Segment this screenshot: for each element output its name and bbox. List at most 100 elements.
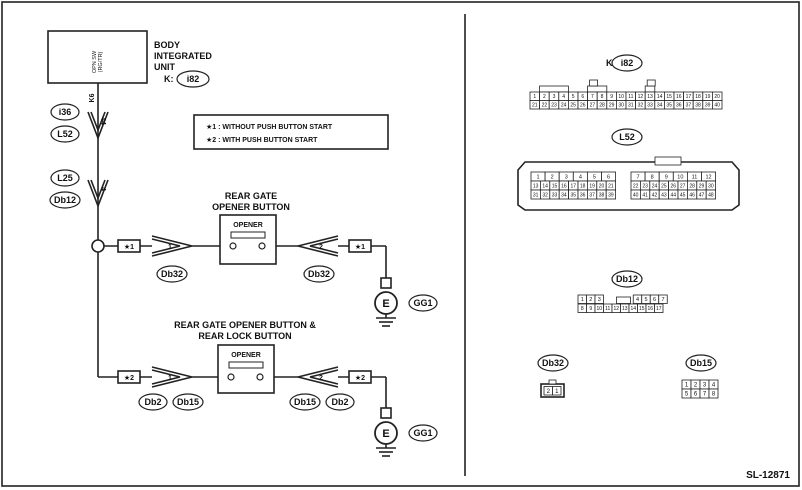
i82-pin: 21: [532, 103, 538, 109]
L52-pin: 23: [642, 183, 648, 189]
i82-oval: [611, 54, 643, 72]
conn-Db2-right-label: Db2: [331, 397, 348, 407]
rear-gate-opener-lock-button: [217, 344, 275, 394]
i82-pin: 11: [628, 94, 633, 100]
L52-pin: 7: [637, 174, 640, 180]
L52-pin: 20: [599, 183, 605, 189]
i82-pin: 10: [618, 94, 624, 100]
Db12-pin: 11: [605, 306, 610, 312]
unit-title-line-3: UNIT: [154, 62, 175, 72]
legend-line-2: ★2 : WITH PUSH BUTTON START: [206, 136, 318, 144]
L52-pin: 13: [533, 183, 539, 189]
Db15-pin: 6: [694, 392, 698, 398]
Db12-oval: [611, 270, 643, 288]
i82-pin: 33: [647, 103, 653, 109]
Db12-cell: [658, 294, 668, 304]
pin-44-label: 44: [99, 117, 106, 125]
conn-i36-label: i36: [59, 107, 72, 117]
i82-pin: 32: [638, 103, 644, 109]
L52-pin: 4: [579, 174, 582, 180]
L52-pin: 18: [580, 183, 586, 189]
Db12-pin: 15: [639, 306, 645, 312]
L52-pin: 12: [705, 174, 711, 180]
Db12-pin: 10: [596, 306, 602, 312]
lower-ground-E: E: [382, 428, 389, 440]
Db15-pin: 4: [712, 383, 716, 389]
L52-pin: 22: [633, 183, 639, 189]
Db12-pin: 7: [661, 297, 664, 303]
unit-switch-label: OPN SW: [92, 50, 98, 73]
Db15-pin: 5: [685, 392, 689, 398]
L52-pin: 8: [651, 174, 654, 180]
L52-pin: 38: [599, 192, 605, 198]
L52-cell: [605, 189, 617, 200]
L52-pin: 24: [652, 183, 658, 189]
star1-tag-left: [117, 239, 141, 253]
i82-pin: 35: [666, 103, 672, 109]
L52-pin: 36: [580, 192, 586, 198]
pin-2-label-lower: 2: [319, 375, 323, 382]
gg1-lower-label: GG1: [413, 428, 432, 438]
connector-44-symbol: [87, 111, 109, 141]
L52-pin: 43: [661, 192, 667, 198]
conn-Db32-left-oval: [156, 265, 188, 283]
i82-pin: 2: [543, 94, 546, 100]
conn-Db12-oval: [49, 191, 81, 209]
body-integrated-unit: OPN SW (RG/TR): [47, 30, 148, 84]
conn-Db15-right-oval: [289, 393, 321, 411]
conn-Db2-left-label: Db2: [144, 397, 161, 407]
Db15-oval: [685, 354, 717, 372]
star2-tag-left: [117, 370, 141, 384]
i82-pin: 4: [562, 94, 565, 100]
Db12-pin: 13: [622, 306, 628, 312]
conn-Db12-label: Db12: [54, 195, 76, 205]
i82-pin: 20: [714, 94, 720, 100]
L52-latch: [654, 156, 682, 166]
conn-Db32-right-oval: [303, 265, 335, 283]
i82-pin: 25: [570, 103, 576, 109]
Db15-pin: 2: [694, 383, 698, 389]
Db12-pin: 2: [589, 297, 592, 303]
i82-pin: 8: [601, 94, 604, 100]
i82-pin: 30: [618, 103, 624, 109]
star1-label-left: ★1: [124, 243, 134, 251]
star2-label-right: ★2: [355, 374, 365, 382]
i82-pin: 23: [551, 103, 557, 109]
i82-pin: 5: [572, 94, 575, 100]
i82-pin: 14: [657, 94, 663, 100]
wire-code: K6: [89, 93, 96, 102]
lower-ground-terminal: [380, 407, 392, 419]
L52-pin: 35: [571, 192, 577, 198]
i82-pin: 34: [657, 103, 663, 109]
conn-Db32-right-label: Db32: [308, 269, 330, 279]
i82-key: [589, 79, 598, 87]
star2-label-left: ★2: [124, 374, 134, 382]
L52-pin: 42: [652, 192, 658, 198]
rear-gate-title-2: OPENER BUTTON: [212, 202, 290, 212]
Db15-pin: 8: [712, 392, 716, 398]
L52-pin: 34: [561, 192, 567, 198]
L52-cell: [705, 189, 717, 200]
L52-pin: 48: [708, 192, 714, 198]
rear-gate-lock-title-1: REAR GATE OPENER BUTTON &: [174, 320, 316, 330]
Db12-lock: [616, 296, 631, 304]
i82-pin: 26: [580, 103, 586, 109]
i82-pin: 13: [647, 94, 653, 100]
i82-pin: 36: [676, 103, 682, 109]
conn-Db15-left-label: Db15: [177, 397, 199, 407]
unit-title-line-2: INTEGRATED: [154, 51, 212, 61]
Db15-pin: 7: [703, 392, 707, 398]
Db32-oval: [537, 354, 569, 372]
Db32-pin: 1: [555, 389, 559, 395]
i82-cell: [712, 100, 723, 110]
i82-pin: 27: [590, 103, 596, 109]
L52-pin: 29: [699, 183, 705, 189]
L52-pin: 47: [699, 192, 705, 198]
L52-pin: 44: [671, 192, 677, 198]
Db12-pin: 3: [598, 297, 601, 303]
L52-pin: 37: [589, 192, 595, 198]
L52-pin: 19: [589, 183, 595, 189]
